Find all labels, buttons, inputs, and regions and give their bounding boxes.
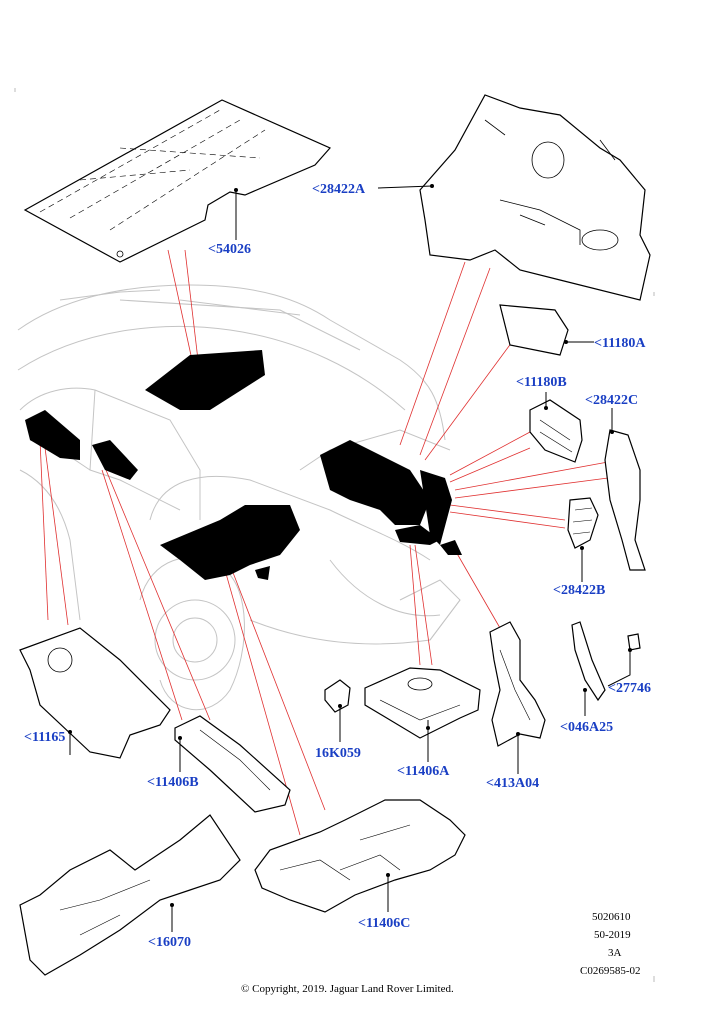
part-413A04-trim[interactable]	[489, 621, 546, 747]
part-11406A-insulator[interactable]	[364, 667, 481, 739]
part-28422B-bracket[interactable]	[567, 497, 599, 549]
callout-28422C[interactable]: <28422C	[585, 393, 638, 408]
copyright-notice: © Copyright, 2019. Jaguar Land Rover Lim…	[241, 983, 454, 995]
installed-insulation-silhouettes	[25, 350, 462, 580]
callout-11406A[interactable]: <11406A	[397, 764, 450, 779]
part-046A25-clip[interactable]	[571, 621, 606, 702]
corner-marks	[14, 88, 655, 982]
callout-labels: <54026 <28422A <11180A <11180B <28422C <…	[24, 182, 651, 950]
callout-dots	[68, 184, 632, 907]
part-27746-fastener[interactable]	[627, 633, 641, 651]
callout-11406C[interactable]: <11406C	[358, 916, 410, 931]
vehicle-outline	[17, 284, 461, 711]
callout-11406B[interactable]: <11406B	[147, 775, 199, 790]
callout-413A04[interactable]: <413A04	[486, 776, 539, 791]
part-28422A-side-insulator[interactable]	[419, 94, 651, 301]
callout-11180B[interactable]: <11180B	[516, 375, 567, 390]
part-16K059-pad[interactable]	[324, 679, 351, 713]
callout-046A25[interactable]: <046A25	[560, 720, 613, 735]
callout-11180A[interactable]: <11180A	[594, 336, 646, 351]
ref-line-2: 50-2019	[594, 929, 631, 941]
ref-line-3: 3A	[608, 947, 622, 959]
reference-lines	[39, 249, 609, 836]
callout-27746[interactable]: <27746	[608, 681, 651, 696]
part-16070-insulator[interactable]	[19, 814, 241, 976]
callout-28422A[interactable]: <28422A	[312, 182, 366, 197]
part-54026-load-floor[interactable]	[23, 99, 331, 263]
callout-16K059[interactable]: 16K059	[315, 746, 361, 761]
part-11165-insulator[interactable]	[19, 627, 171, 759]
ref-line-1: 5020610	[592, 911, 631, 923]
callout-28422B[interactable]: <28422B	[553, 583, 605, 598]
part-11180B-pad[interactable]	[529, 399, 583, 463]
part-11406C-insulator[interactable]	[254, 799, 466, 913]
part-28422C-trim[interactable]	[604, 429, 646, 571]
callout-16070[interactable]: <16070	[148, 935, 191, 950]
reference-block: 5020610 50-2019 3A C0269585-02	[580, 911, 641, 977]
ref-line-4: C0269585-02	[580, 965, 641, 977]
callout-11165[interactable]: <11165	[24, 730, 65, 745]
callout-54026[interactable]: <54026	[208, 242, 251, 257]
part-11180A-pad[interactable]	[499, 304, 569, 356]
part-11406B-insulator[interactable]	[174, 715, 291, 813]
